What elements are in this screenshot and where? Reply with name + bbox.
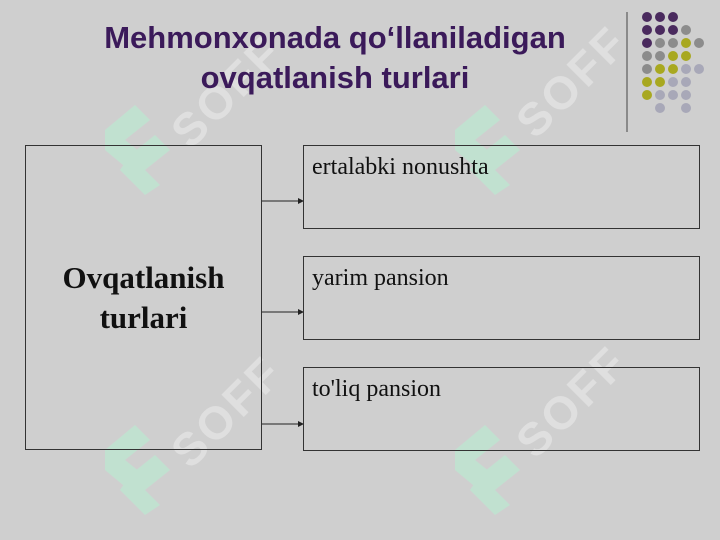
watermark-logo xyxy=(95,420,175,520)
dot xyxy=(668,77,678,87)
connector-arrow-2 xyxy=(262,309,304,315)
dot xyxy=(655,90,665,100)
dot xyxy=(642,12,652,22)
dot xyxy=(668,51,678,61)
dot xyxy=(642,90,652,100)
dot xyxy=(681,38,691,48)
child-node-label: yarim pansion xyxy=(312,265,449,291)
dot xyxy=(694,64,704,74)
dot xyxy=(668,38,678,48)
child-node-label: ertalabki nonushta xyxy=(312,154,489,180)
dot xyxy=(681,25,691,35)
slide-title: Mehmonxonada qo‘llaniladigan ovqatlanish… xyxy=(40,18,630,98)
child-node-box: ertalabki nonushta xyxy=(303,145,700,229)
connector-arrow-1 xyxy=(262,198,304,204)
dot xyxy=(668,25,678,35)
dot xyxy=(681,103,691,113)
dot xyxy=(642,38,652,48)
decorative-divider xyxy=(626,12,628,132)
dot xyxy=(655,64,665,74)
dot xyxy=(655,38,665,48)
dot xyxy=(681,51,691,61)
dot xyxy=(668,90,678,100)
child-node-label: to'liq pansion xyxy=(312,376,441,402)
dot xyxy=(681,64,691,74)
dot xyxy=(655,103,665,113)
slide-title-line-1: Mehmonxonada qo‘llaniladigan xyxy=(104,20,566,55)
dot xyxy=(642,64,652,74)
dot xyxy=(642,77,652,87)
dot xyxy=(642,51,652,61)
dot xyxy=(642,25,652,35)
child-node-box: yarim pansion xyxy=(303,256,700,340)
slide-title-line-2: ovqatlanish turlari xyxy=(200,60,470,95)
watermark-logo xyxy=(445,100,525,200)
dot xyxy=(655,77,665,87)
dot xyxy=(655,51,665,61)
root-node-box: Ovqatlanish turlari xyxy=(25,145,262,450)
child-node-box: to'liq pansion xyxy=(303,367,700,451)
root-node-label: Ovqatlanish turlari xyxy=(62,259,225,335)
watermark-logo xyxy=(445,420,525,520)
dot xyxy=(655,12,665,22)
dot xyxy=(681,90,691,100)
watermark-logo xyxy=(95,100,175,200)
dot xyxy=(668,12,678,22)
dot xyxy=(668,64,678,74)
connector-arrow-3 xyxy=(262,421,304,427)
dot xyxy=(694,38,704,48)
dot xyxy=(655,25,665,35)
dot xyxy=(681,77,691,87)
